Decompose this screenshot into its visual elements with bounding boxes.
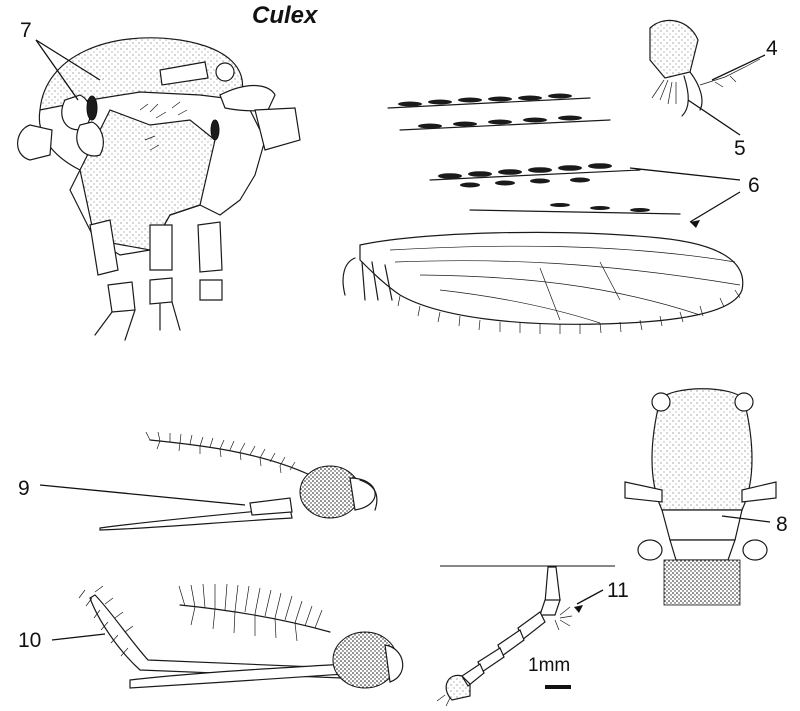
male-head-drawing — [78, 583, 404, 689]
leader-4 — [711, 54, 766, 81]
label-4: 4 — [766, 37, 778, 60]
wing-drawing — [342, 231, 744, 334]
label-8: 8 — [776, 513, 788, 536]
label-10: 10 — [18, 629, 42, 652]
leader-9 — [39, 484, 246, 506]
thorax-dorsal-drawing — [624, 388, 777, 606]
leader-11 — [576, 589, 604, 605]
leader-8 — [721, 515, 771, 523]
arrowhead-6 — [690, 220, 700, 228]
label-5: 5 — [734, 137, 746, 160]
label-9: 9 — [18, 477, 30, 500]
larva-drawing — [436, 565, 615, 707]
label-6: 6 — [748, 174, 760, 197]
wing-scales-drawing — [387, 93, 681, 215]
leader-7a — [35, 39, 79, 101]
scale-bar-label: 1mm — [528, 655, 571, 676]
leader-5 — [687, 99, 741, 136]
label-7: 7 — [20, 19, 32, 42]
plate-title: Culex — [252, 2, 318, 29]
tarsus-drawing — [649, 19, 761, 117]
arrowhead-11 — [574, 605, 583, 613]
leader-7b — [35, 39, 101, 81]
leader-10 — [51, 633, 106, 641]
leader-6a — [629, 167, 741, 181]
female-head-drawing — [99, 431, 378, 531]
label-11: 11 — [607, 579, 629, 602]
scale-bar — [545, 685, 571, 689]
leader-6b — [689, 191, 741, 223]
thorax-lateral-drawing — [17, 37, 301, 341]
